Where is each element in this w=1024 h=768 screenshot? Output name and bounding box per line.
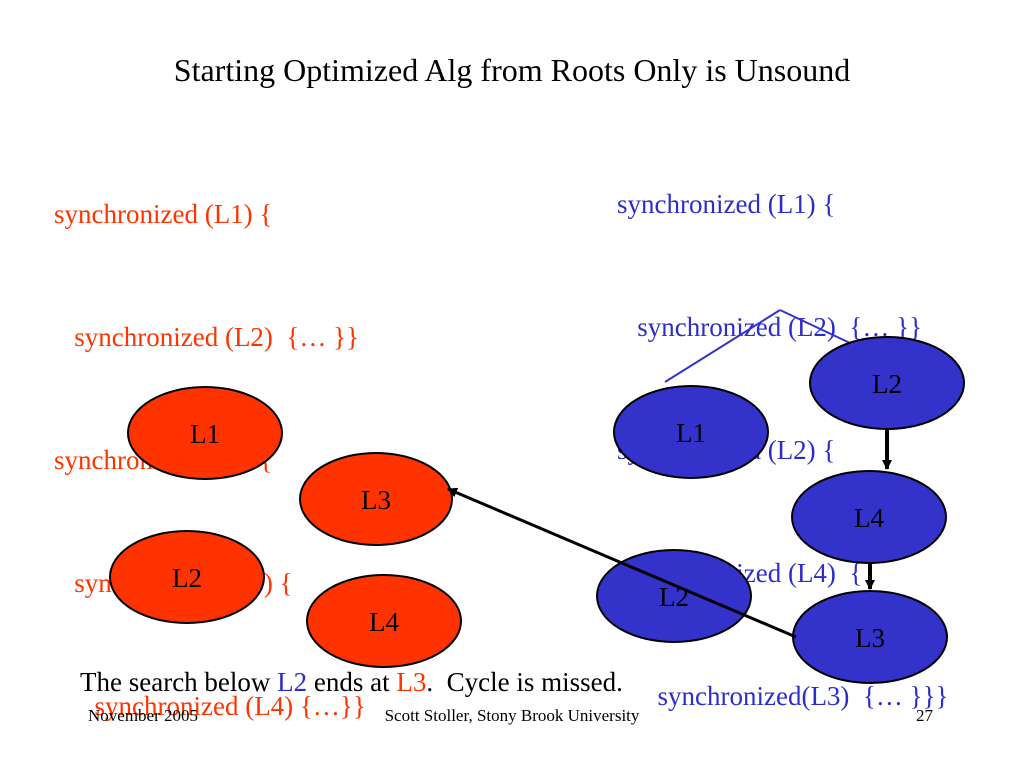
node-label: L2 xyxy=(659,582,689,612)
annotation-line xyxy=(664,309,781,383)
code-line: synchronized (L1) { xyxy=(54,199,273,229)
footer-page-number: 27 xyxy=(916,706,933,725)
edge-l3-to-left-l3 xyxy=(447,487,797,639)
code-line: synchronized (L2) {… }} xyxy=(54,322,360,352)
caption: The search below L2 ends at L3. Cycle is… xyxy=(80,667,623,698)
left-node-l2: L2 xyxy=(109,530,265,624)
right-node-l2-top: L2 xyxy=(809,336,965,430)
node-label: L2 xyxy=(172,563,202,593)
node-label: L3 xyxy=(855,623,885,653)
node-label: L1 xyxy=(190,419,220,449)
caption-text: The search below xyxy=(80,667,278,697)
code-line: synchronized (L4) {…}} xyxy=(54,691,366,721)
footer-date: November 2005 xyxy=(88,706,199,725)
node-label: L4 xyxy=(854,503,884,533)
slide-title: Starting Optimized Alg from Roots Only i… xyxy=(173,52,851,88)
code-line: synchronized (L1) { xyxy=(617,189,836,219)
left-node-l4: L4 xyxy=(306,574,462,668)
caption-highlight-l2: L2 xyxy=(277,667,308,697)
right-node-l3: L3 xyxy=(792,590,948,684)
code-line: synchronized(L3) {… }}} xyxy=(617,681,949,711)
node-label: L3 xyxy=(361,485,391,515)
right-node-l4: L4 xyxy=(791,470,947,564)
footer-author: Scott Stoller, Stony Brook University xyxy=(384,706,640,725)
right-node-l2-bottom: L2 xyxy=(596,549,752,643)
caption-text: ends at xyxy=(307,667,397,697)
annotation-line xyxy=(779,309,851,344)
caption-highlight-l3: L3 xyxy=(396,667,427,697)
right-node-l1: L1 xyxy=(613,385,769,479)
node-label: L1 xyxy=(676,418,706,448)
node-label: L4 xyxy=(369,607,399,637)
left-node-l1: L1 xyxy=(127,386,283,480)
node-label: L2 xyxy=(872,369,902,399)
left-node-l3: L3 xyxy=(299,452,453,546)
caption-text: . Cycle is missed. xyxy=(426,667,623,697)
